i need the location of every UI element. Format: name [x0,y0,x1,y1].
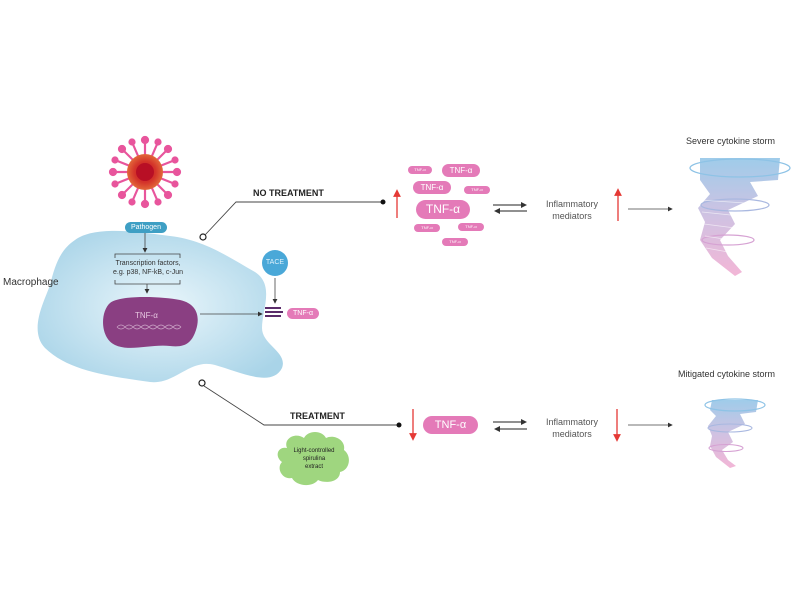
mitigated-storm-title: Mitigated cytokine storm [678,369,776,379]
tnf-pill-large: TNF-α [416,200,470,219]
spirulina-line3: extract [304,464,323,470]
pathogen-badge: Pathogen [125,222,167,233]
severe-storm-title: Severe cytokine storm [686,136,776,146]
nucleus-tnf-label: TNF-α [135,311,158,320]
tnf-pill: TNF-α [442,164,480,177]
transcription-bracket-bottom [114,280,181,285]
tace-enzyme [262,250,288,276]
tnf-pill: TNF-α [414,224,440,232]
tnf-pill: TNF-α [413,181,451,194]
spirulina-line2: spirulina [302,456,326,462]
severe-tornado-icon [689,158,791,276]
tnf-pill: TNF-α [464,186,490,194]
no-treatment-line [204,201,382,236]
virus-pathogen-icon [108,135,182,209]
treatment-line [203,385,398,426]
inflammatory-mediators-top-line1: Inflammatory [545,199,598,209]
macrophage-label: Macrophage [3,277,59,288]
equilibrium-arrows-bottom [493,419,527,432]
inflammatory-mediators-bottom-line1: Inflammatory [545,417,598,427]
inflammatory-mediators-bottom-line2: mediators [552,429,592,439]
treatment-tnf-pill: TNF-α [423,416,478,434]
membrane-tnf-pill: TNF-α [287,308,319,319]
tnf-pill: TNF-α [442,238,468,246]
no-treatment-origin-dot [199,233,207,241]
tace-label: TACE [265,259,285,266]
no-treatment-label: NO TREATMENT [253,188,324,198]
treatment-label: TREATMENT [290,411,345,421]
treatment-origin-dot [198,379,206,387]
membrane-receptor-icon [265,307,283,317]
spirulina-cloud [277,432,349,486]
spirulina-line1: Light-controlled [293,448,335,454]
equilibrium-arrows-top [493,202,527,214]
transcription-factors-line1: Transcription factors, [115,260,181,267]
mitigated-tornado-icon [704,398,766,468]
tnf-pill: TNF-α [458,223,484,231]
transcription-factors-line2: e.g. p38, NF-kB, c-Jun [112,269,184,276]
transcription-bracket-top [114,253,181,258]
inflammatory-mediators-top-line2: mediators [552,211,592,221]
tnf-pill: TNF-α [408,166,432,174]
nucleus [103,296,198,348]
